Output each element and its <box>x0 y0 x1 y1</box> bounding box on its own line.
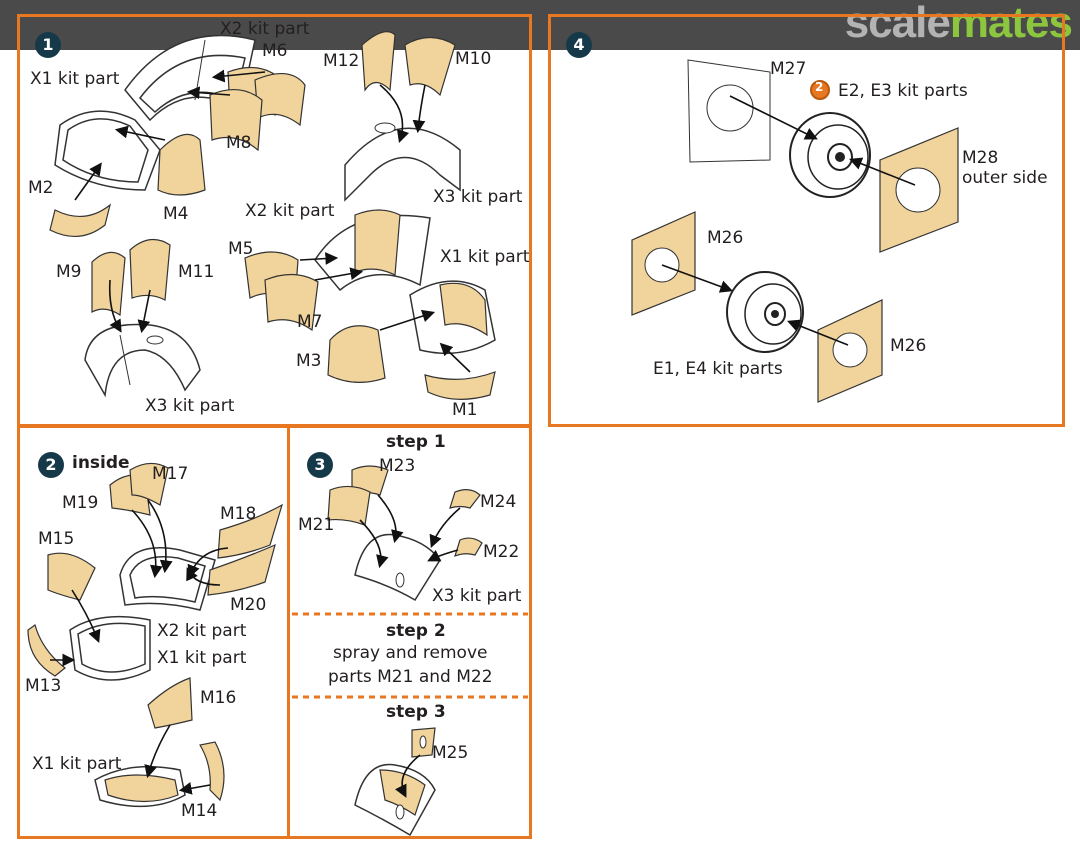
mask-m20 <box>207 543 276 596</box>
label-step-1: step 1 <box>386 432 446 452</box>
badge-2: 2 <box>815 80 824 94</box>
step-number-4: 4 <box>566 32 592 58</box>
label-x3-kit-part-p3: X3 kit part <box>432 586 522 606</box>
canopy-x2-inside <box>119 547 216 611</box>
mask-m22 <box>454 537 483 558</box>
label-m28: M28 <box>962 148 999 168</box>
mask-m9 <box>91 251 126 317</box>
panel-3-frame <box>287 425 532 839</box>
label-m5: M5 <box>228 239 254 259</box>
canopy-x2-mid <box>314 209 431 292</box>
mask-m2 <box>49 203 112 237</box>
label-x2-kit-part-p2: X2 kit part <box>157 621 247 641</box>
mask-m26-left <box>631 211 696 316</box>
brand-part-2: mates <box>949 0 1073 47</box>
label-x1-kit-part-p2: X1 kit part <box>157 648 247 668</box>
label-m21: M21 <box>298 515 335 535</box>
label-m25: M25 <box>432 743 469 763</box>
label-m4: M4 <box>163 204 189 224</box>
label-m10: M10 <box>455 49 492 69</box>
mask-m28-sheet <box>879 127 959 253</box>
label-m26-right: M26 <box>890 336 927 356</box>
label-step-2: step 2 <box>386 621 446 641</box>
step-number-1: 1 <box>35 32 61 58</box>
label-x3-kit-part: X3 kit part <box>433 187 523 207</box>
label-m3: M3 <box>296 351 322 371</box>
wheel-e2-e3 <box>789 112 871 198</box>
mask-m11 <box>129 239 171 301</box>
mask-m13 <box>27 624 66 677</box>
canopy-x1-right <box>409 280 496 355</box>
mask-m15 <box>47 552 96 601</box>
label-m13: M13 <box>25 676 62 696</box>
brand-logo[interactable]: scalemates <box>844 0 1073 48</box>
label-m15: M15 <box>38 529 75 549</box>
label-x1-kit-part-p2b: X1 kit part <box>32 754 122 774</box>
mask-m24 <box>449 489 481 509</box>
label-m1: M1 <box>452 400 478 420</box>
label-m9: M9 <box>56 262 82 282</box>
mask-m17 <box>129 462 169 506</box>
label-e2-e3-kit-parts: E2, E3 kit parts <box>838 81 968 101</box>
label-x2-kit-part-2: X2 kit part <box>245 201 335 221</box>
canopy-x1-left <box>54 110 161 191</box>
mask-m16 <box>147 677 193 729</box>
label-m14: M14 <box>181 801 218 821</box>
mask-m8 <box>209 89 263 152</box>
label-m16: M16 <box>200 688 237 708</box>
label-x1-kit-part: X1 kit part <box>30 69 120 89</box>
label-m27: M27 <box>770 59 807 79</box>
mask-m27-sheet <box>687 59 771 163</box>
label-x2-kit-part: X2 kit part <box>220 19 310 39</box>
mask-m12 <box>361 31 396 92</box>
canopy-x1-inside <box>69 615 151 681</box>
mask-m3 <box>327 325 386 383</box>
canopy-x3-left-bottom <box>84 323 201 398</box>
label-outer-side: outer side <box>962 168 1048 188</box>
canopy-x3-step3 <box>354 763 436 837</box>
label-m11: M11 <box>178 262 215 282</box>
canopy-x3-right-top <box>344 122 461 202</box>
label-x1-kit-part-2: X1 kit part <box>440 247 530 267</box>
label-inside: inside <box>72 453 130 473</box>
label-m7: M7 <box>297 312 323 332</box>
mask-m18 <box>217 503 283 559</box>
label-e1-e4-kit-parts: E1, E4 kit parts <box>653 359 783 379</box>
mask-m14 <box>199 741 225 802</box>
mask-m7 <box>264 273 319 332</box>
mask-m1 <box>424 371 496 400</box>
mask-m4 <box>157 133 206 196</box>
label-m2: M2 <box>28 178 54 198</box>
label-m6: M6 <box>262 41 288 61</box>
mask-m26-right <box>817 299 883 403</box>
label-m26-left: M26 <box>707 228 744 248</box>
mask-m10 <box>404 36 456 97</box>
label-m22: M22 <box>483 542 520 562</box>
label-m23: M23 <box>379 456 416 476</box>
step-number-2: 2 <box>38 452 64 478</box>
label-m20: M20 <box>230 595 267 615</box>
label-m18: M18 <box>220 504 257 524</box>
label-step-2-line-1: spray and remove <box>333 643 488 663</box>
panel-4-frame <box>548 14 1065 427</box>
badge-circle <box>810 80 830 100</box>
mask-m6b <box>254 73 306 127</box>
label-m12: M12 <box>323 51 360 71</box>
canopy-x1-inside-bottom <box>94 765 186 808</box>
label-m17: M17 <box>152 464 189 484</box>
label-step-2-line-2: parts M21 and M22 <box>328 667 493 687</box>
top-banner <box>0 0 1080 50</box>
label-m8: M8 <box>226 133 252 153</box>
label-m24: M24 <box>480 492 517 512</box>
label-step-3: step 3 <box>386 702 446 722</box>
step-number-3: 3 <box>307 452 333 478</box>
wheel-e1-e4 <box>726 271 804 353</box>
brand-part-1: scale <box>844 0 951 47</box>
label-x3-kit-part-2: X3 kit part <box>145 396 235 416</box>
canopy-x3-step1 <box>354 533 441 602</box>
label-m19: M19 <box>62 493 99 513</box>
